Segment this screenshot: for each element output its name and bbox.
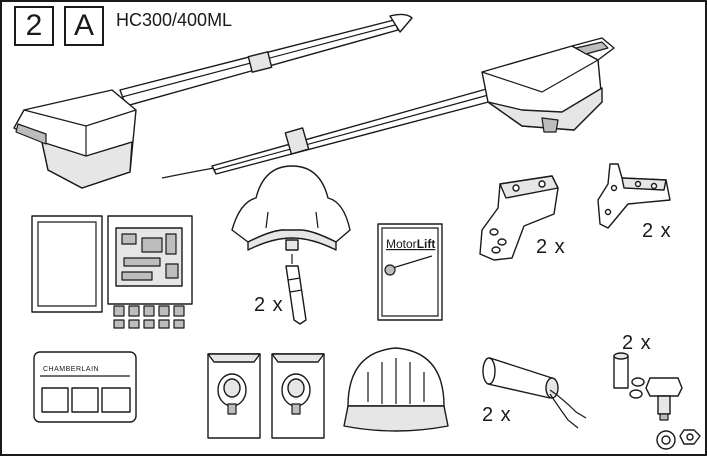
safety-sensors xyxy=(208,354,324,438)
bracket-b-quantity: 2 x xyxy=(642,220,672,242)
manual-booklet xyxy=(378,224,442,320)
gate-operator-arm-right xyxy=(162,38,614,178)
gate-cap-quantity: 2 x xyxy=(254,294,284,316)
step-number-badge: 2 xyxy=(14,6,54,46)
hardware-kit xyxy=(614,353,700,449)
manual-title: MotorLift xyxy=(386,237,435,251)
gate-operator-arm-left xyxy=(14,14,412,188)
bracket-a-quantity: 2 x xyxy=(536,236,566,258)
remote-transmitter xyxy=(34,352,136,422)
safety-sensor-left xyxy=(208,354,260,438)
manual-title-bold: Lift xyxy=(417,237,436,251)
gate-cap-assembly xyxy=(232,166,350,324)
safety-sensor-right xyxy=(272,354,324,438)
control-box xyxy=(32,216,192,328)
remote-brand-label: CHAMBERLAIN xyxy=(43,366,99,373)
mounting-bracket-b xyxy=(598,164,670,228)
capacitor-quantity: 2 x xyxy=(482,404,512,426)
mounting-bracket-a xyxy=(480,176,558,260)
capacitor xyxy=(483,358,586,428)
hardware-quantity: 2 x xyxy=(622,332,652,354)
step-letter-badge: A xyxy=(64,6,104,46)
warning-light xyxy=(344,348,448,431)
manual-title-plain: Motor xyxy=(386,237,417,251)
model-label: HC300/400ML xyxy=(116,10,233,30)
